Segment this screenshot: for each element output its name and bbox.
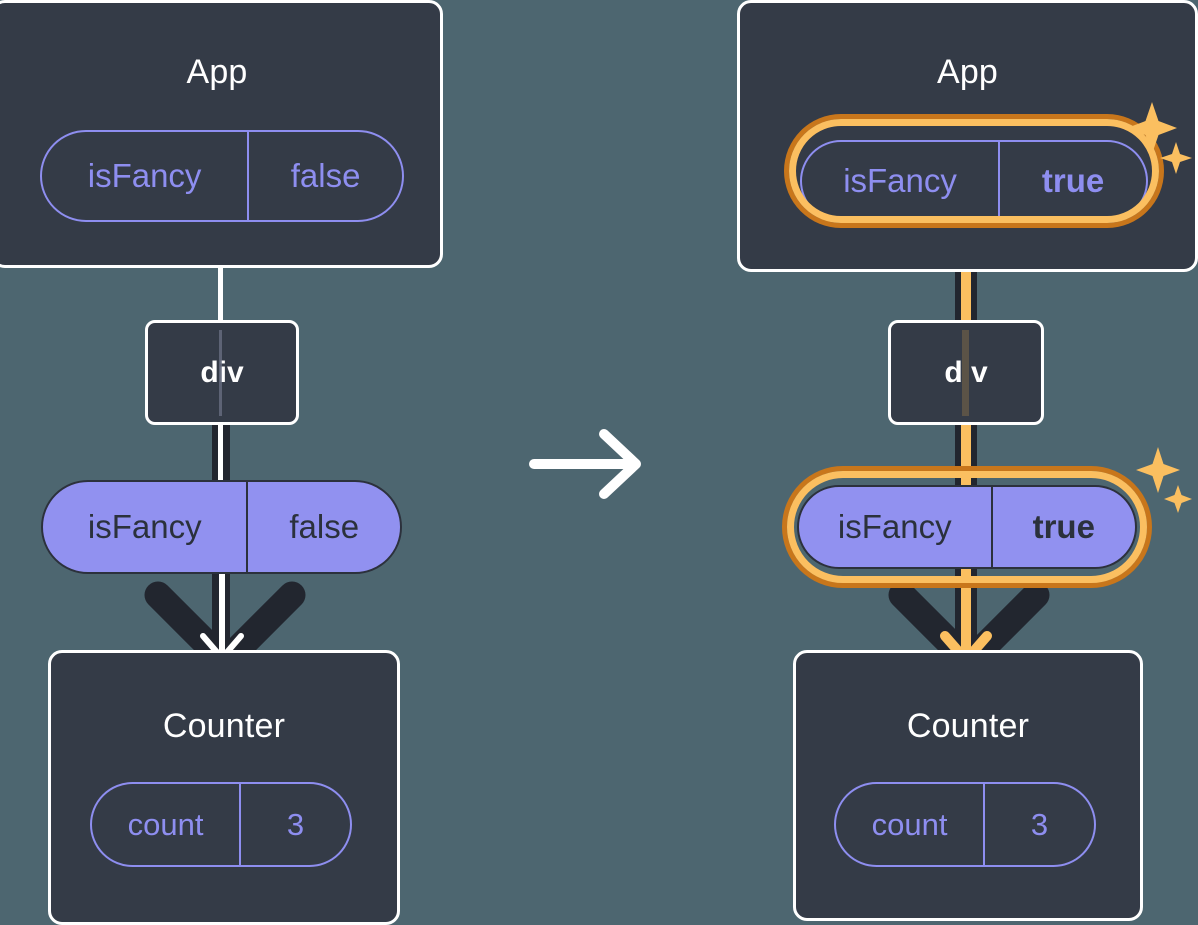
- pill-counter-state-before: count 3: [90, 782, 352, 867]
- pill-counter-key-before: count: [127, 806, 204, 842]
- card-counter-title-before: Counter: [162, 707, 286, 745]
- sparkle-icon-prop: [1134, 445, 1198, 531]
- pill-prop-value-after: true: [990, 487, 1135, 567]
- connector-app-to-div-core-after: [961, 220, 971, 330]
- card-counter-title-after: Counter: [906, 707, 1030, 745]
- pill-prop-value-before: false: [246, 482, 400, 572]
- pill-counter-key-after: count: [871, 806, 948, 842]
- card-counter-after: Counter: [793, 650, 1143, 921]
- card-app-after: App: [737, 0, 1198, 272]
- card-app-title-after: App: [936, 53, 999, 91]
- pill-counter-value-after: 3: [983, 784, 1094, 865]
- pill-app-state-after: isFancy true: [800, 140, 1148, 222]
- node-div-before: div: [145, 320, 299, 425]
- connector-through-div-before: [219, 330, 222, 416]
- transition-arrow-right-icon: [528, 425, 648, 503]
- connector-div-to-prop-core-before: [218, 422, 223, 488]
- pill-prop-after: isFancy true: [797, 485, 1137, 569]
- pill-prop-before: isFancy false: [41, 480, 402, 574]
- pill-prop-key-before: isFancy: [87, 508, 202, 545]
- card-app-title-before: App: [186, 53, 248, 91]
- pill-key-before: isFancy: [87, 157, 202, 194]
- pill-value-after: true: [998, 142, 1146, 220]
- pill-counter-state-after: count 3: [834, 782, 1096, 867]
- connector-div-to-prop-core-after: [961, 422, 971, 488]
- pill-counter-value-before: 3: [239, 784, 350, 865]
- pill-value-before: false: [247, 132, 402, 220]
- pill-key-after: isFancy: [843, 162, 957, 199]
- pill-app-state-before: isFancy false: [40, 130, 404, 222]
- connector-app-to-div-before: [218, 265, 223, 325]
- pill-prop-key-after: isFancy: [837, 508, 952, 545]
- connector-through-div-after: [962, 330, 969, 416]
